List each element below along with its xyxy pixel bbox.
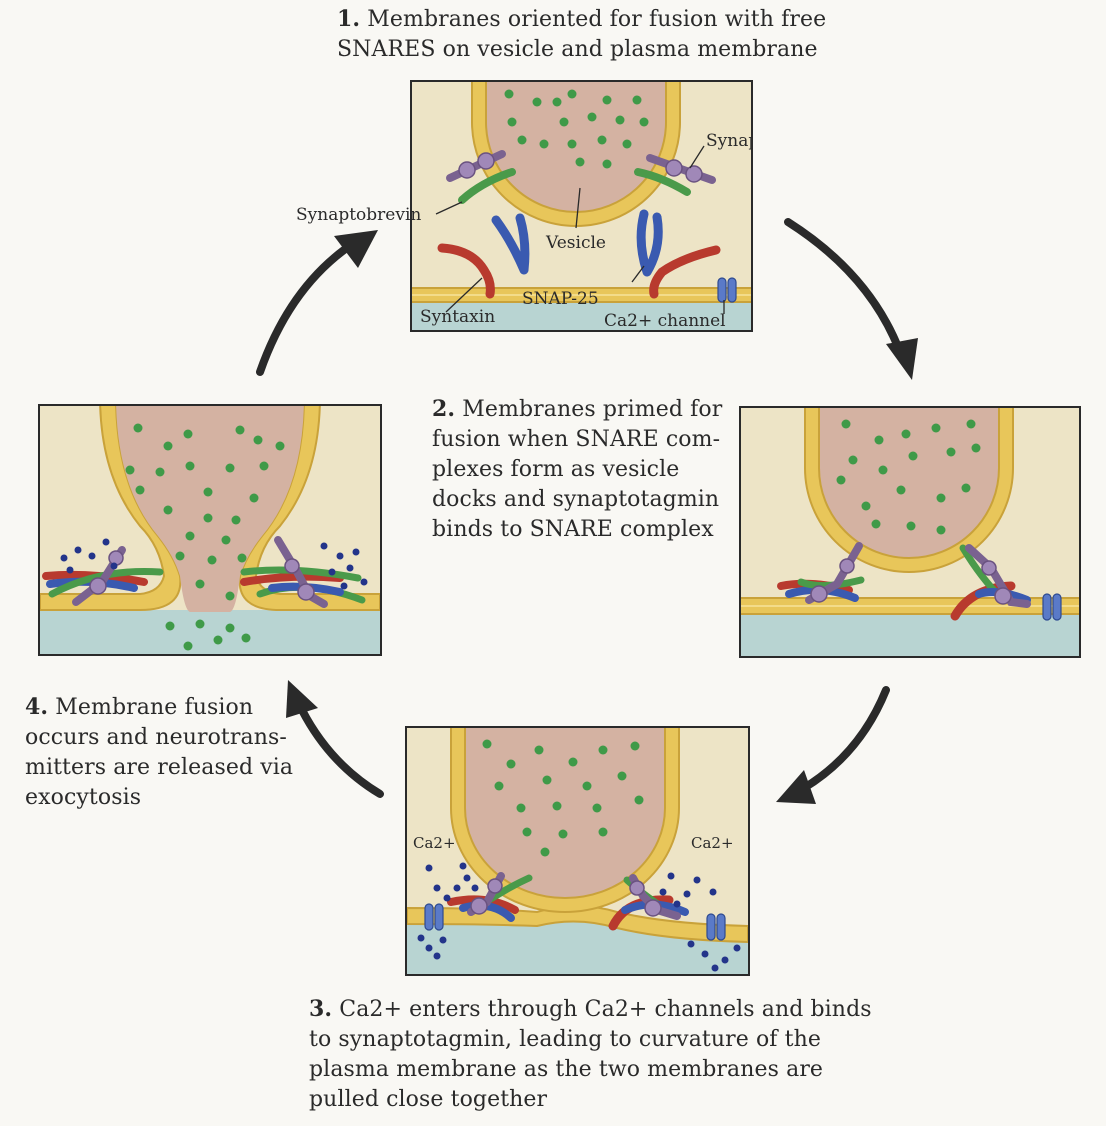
snare-complex-right (950, 544, 1031, 621)
plasma-membrane (407, 905, 748, 944)
vesicle-lumen (818, 408, 1000, 559)
step-1-caption: 1. Membranes oriented for fusion with fr… (337, 4, 826, 65)
vesicle-lumen (464, 728, 666, 899)
ca-channel (717, 277, 737, 303)
synaptobrevin-right (634, 168, 691, 196)
step-3-number: 3. (309, 996, 333, 1022)
step-4-line-2: occurs and neurotrans- (25, 725, 287, 750)
snare-complex-right (608, 874, 689, 931)
snare-complex-left (447, 872, 533, 922)
panel-step-1: Synaptotagmin Vesicle SNAP-25 Syntaxin C… (410, 80, 753, 332)
step-2-line-2: fusion when SNARE com- (432, 427, 721, 452)
arrow-step4-to-step1 (256, 230, 378, 376)
label-snap25: SNAP-25 (522, 289, 599, 309)
panel-step-4 (38, 404, 382, 656)
calcium-ions (417, 862, 741, 972)
synaptic-cleft (741, 614, 1079, 656)
step-4-line-1: Membrane fusion (55, 695, 254, 720)
step-3-caption: 3. Ca2+ enters through Ca2+ channels and… (309, 994, 872, 1115)
synaptic-cleft (40, 610, 380, 654)
synaptobrevin-label-wrap: Synaptobrevin (296, 205, 421, 225)
synaptic-cleft (407, 921, 748, 974)
step-3-line-2: to synaptotagmin, leading to curvature o… (309, 1027, 821, 1052)
fusion-pore-lumen (116, 406, 304, 612)
synaptotagmin-right (646, 154, 716, 184)
step-4-line-3: mitters are released via (25, 755, 294, 780)
step-3-line-4: pulled close together (309, 1087, 548, 1112)
neurotransmitters (504, 89, 649, 169)
synaptic-cleft (412, 302, 751, 330)
step-3-line-3: plasma membrane as the two membranes are (309, 1057, 824, 1082)
label-vesicle: Vesicle (545, 233, 606, 253)
step-2-number: 2. (432, 396, 456, 422)
neurotransmitters (482, 739, 644, 857)
panel-4-illustration (40, 406, 380, 654)
step-4-number: 4. (25, 694, 49, 720)
panel-2-illustration (741, 408, 1079, 656)
label-ca-right: Ca2+ (691, 834, 734, 852)
snare-complex-right (240, 536, 366, 608)
syntaxin-right (649, 245, 721, 299)
ca-channel-right (706, 913, 726, 941)
synaptotagmin-left (446, 150, 506, 182)
label-synaptotagmin: Synaptotagmin (706, 131, 751, 151)
step-2-line-4: docks and synaptotagmin (432, 487, 720, 512)
snare-complex-left (777, 542, 865, 604)
panel-3-illustration: Ca2+ Ca2+ (407, 728, 748, 974)
snap25-left (491, 213, 530, 275)
panel-step-3: Ca2+ Ca2+ (405, 726, 750, 976)
step-2-line-5: binds to SNARE complex (432, 517, 714, 542)
step-1-line-1: Membranes oriented for fusion with free (367, 7, 827, 32)
step-4-line-4: exocytosis (25, 785, 142, 810)
panel-step-2 (739, 406, 1081, 658)
ca-channel-left (424, 903, 444, 931)
arrow-step2-to-step3 (776, 686, 890, 804)
snap25-right (636, 209, 663, 277)
step-1-number: 1. (337, 6, 361, 32)
syntaxin-left (437, 243, 495, 299)
label-syntaxin: Syntaxin (420, 307, 495, 327)
ca-channel (1042, 593, 1062, 621)
step-1-line-2: SNARES on vesicle and plasma membrane (337, 37, 818, 62)
label-ca-channel: Ca2+ channel (604, 311, 726, 330)
arrow-step3-to-step4 (286, 680, 384, 798)
label-ca-left: Ca2+ (413, 834, 456, 852)
step-4-caption: 4. Membrane fusion occurs and neurotrans… (25, 692, 293, 813)
label-synaptobrevin: Synaptobrevin (296, 205, 421, 225)
neurotransmitters (836, 419, 981, 535)
step-3-line-1: Ca2+ enters through Ca2+ channels and bi… (339, 997, 872, 1022)
step-2-line-1: Membranes primed for (462, 397, 723, 422)
arrow-step1-to-step2 (784, 218, 918, 380)
panel-1-illustration: Synaptotagmin Vesicle SNAP-25 Syntaxin C… (412, 82, 751, 330)
neurotransmitters (125, 423, 285, 651)
step-2-caption: 2. Membranes primed for fusion when SNAR… (432, 394, 722, 545)
step-2-line-3: plexes form as vesicle (432, 457, 680, 482)
synaptobrevin-left (458, 168, 516, 204)
calcium-ions (60, 538, 368, 590)
